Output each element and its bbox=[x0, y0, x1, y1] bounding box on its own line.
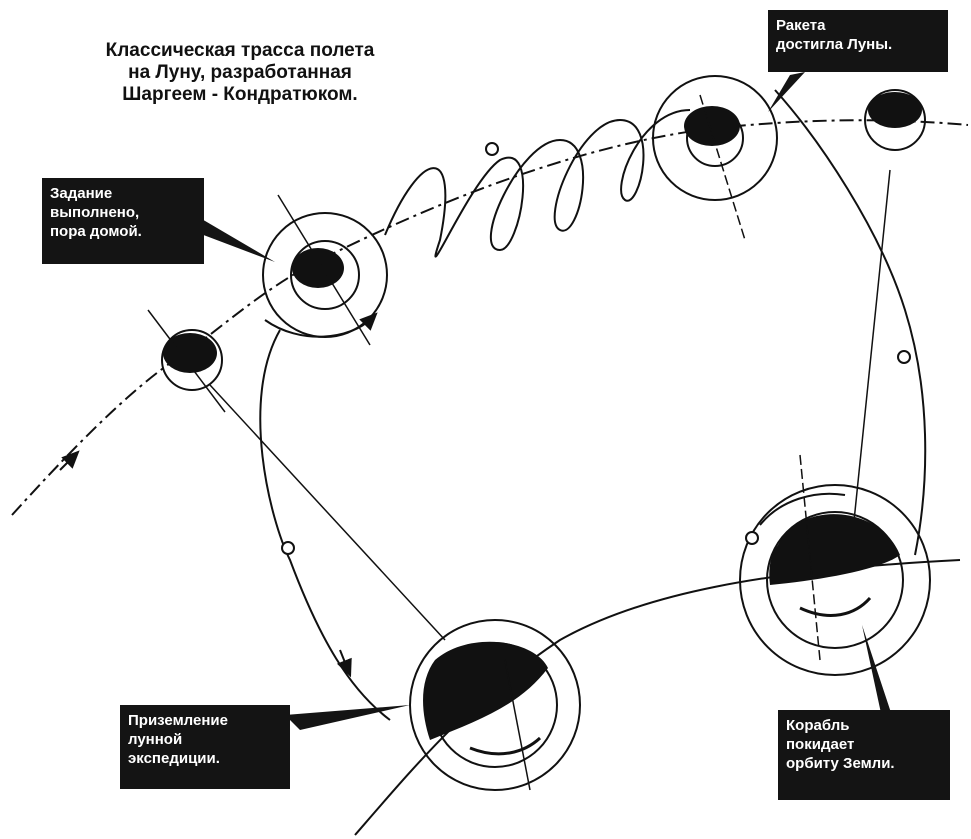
callout-landing: Приземление лунной экспедиции. bbox=[120, 705, 290, 789]
callout-line: Приземление bbox=[128, 712, 228, 729]
callout-line: покидает bbox=[786, 736, 855, 753]
return-trajectory bbox=[259, 329, 391, 721]
spacecraft-marker-outgoing bbox=[897, 350, 911, 364]
callout-rocket-reached: Ракета достигла Луны. bbox=[768, 10, 948, 72]
moon-rocket-reached bbox=[652, 75, 778, 241]
earth-departure bbox=[739, 454, 931, 676]
title-line: Шаргеем - Кондратюком. bbox=[122, 84, 358, 105]
moon-task-done bbox=[262, 194, 388, 346]
callout-line: лунной bbox=[128, 731, 183, 748]
diagram-title: Классическая трасса полета на Луну, разр… bbox=[30, 40, 450, 106]
callout-line: Ракета bbox=[776, 17, 826, 34]
moon-right bbox=[864, 89, 926, 151]
outgoing-trajectory bbox=[774, 89, 927, 556]
sight-line-left bbox=[209, 384, 446, 641]
return-arrow bbox=[336, 649, 352, 678]
pointer-rocket-reached bbox=[768, 72, 805, 112]
spiral-path bbox=[384, 109, 691, 258]
title-line: Классическая трасса полета bbox=[105, 40, 375, 61]
callout-line: пора домой. bbox=[50, 223, 142, 240]
pointer-task-done bbox=[185, 218, 275, 262]
moon-left bbox=[147, 309, 226, 413]
moon-orbit-path bbox=[11, 119, 969, 516]
callout-task-done: Задание выполнено, пора домой. bbox=[42, 178, 204, 264]
callout-line: выполнено, bbox=[50, 204, 140, 221]
callout-line: Задание bbox=[50, 185, 113, 202]
title-line: на Луну, разработанная bbox=[128, 62, 352, 83]
callout-line: орбиту Земли. bbox=[786, 755, 895, 772]
orbit-arrow-left bbox=[59, 450, 80, 471]
spacecraft-marker-spiral bbox=[485, 142, 499, 156]
callout-line: экспедиции. bbox=[128, 750, 220, 767]
earth-landing bbox=[409, 619, 581, 791]
callout-line: достигла Луны. bbox=[776, 36, 893, 53]
callout-line: Корабль bbox=[786, 717, 850, 734]
callout-ship-leaves: Корабль покидает орбиту Земли. bbox=[778, 710, 950, 800]
pointer-landing bbox=[285, 705, 410, 730]
sight-line-right bbox=[849, 169, 891, 561]
spacecraft-marker-return bbox=[281, 541, 295, 555]
